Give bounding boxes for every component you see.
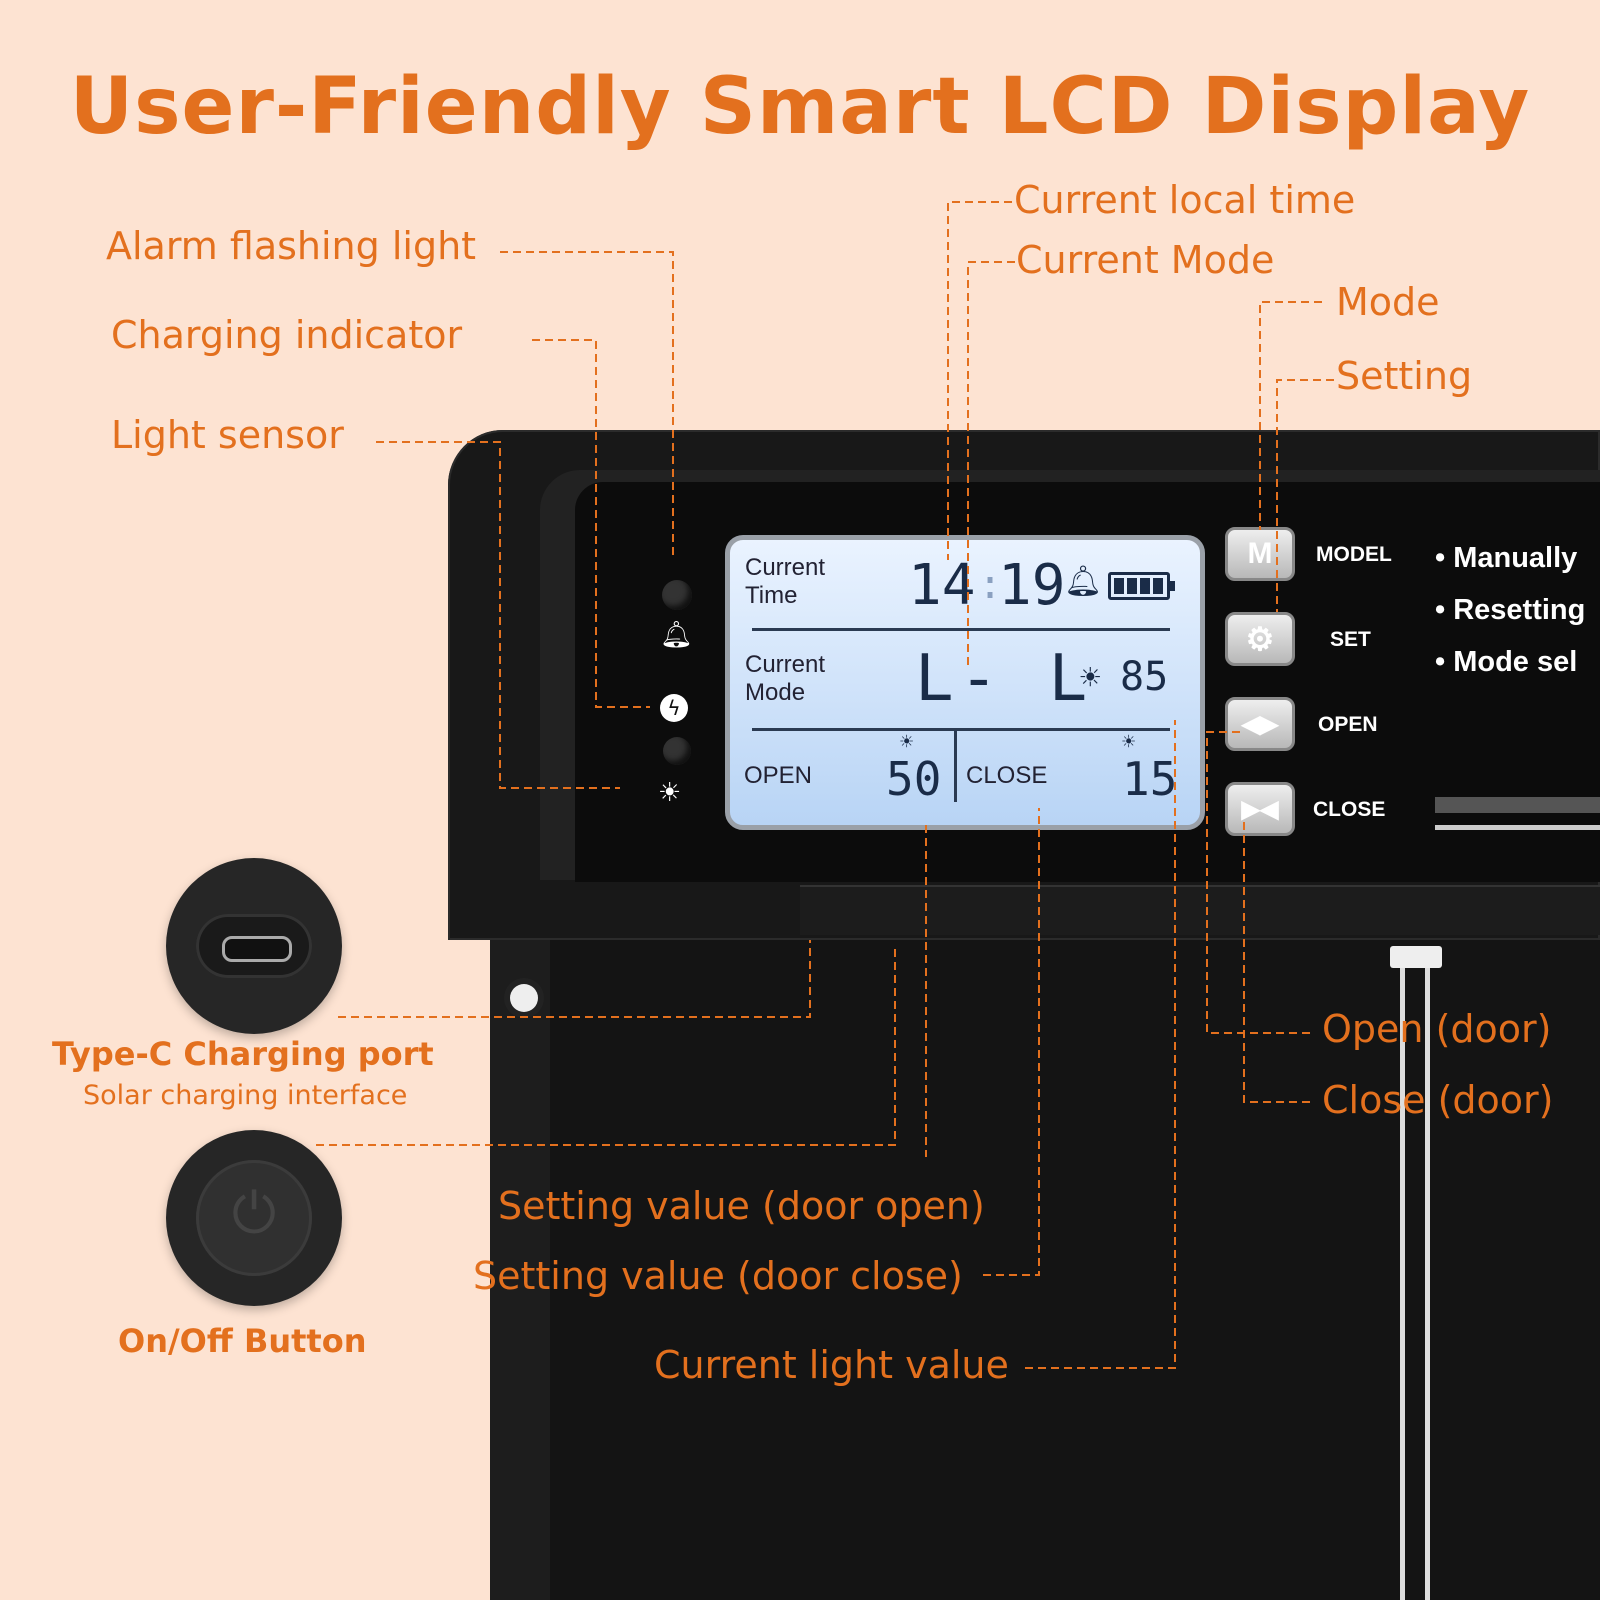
bullet-item: • Manually	[1435, 542, 1578, 574]
lcd-close-label: CLOSE	[966, 762, 1048, 789]
callout-open-door: Open (door)	[1322, 1007, 1552, 1051]
lcd-alarm-bell-icon: 🔔︎	[1064, 564, 1103, 599]
callout-current-mode: Current Mode	[1016, 238, 1275, 282]
panel-slot	[1435, 797, 1600, 813]
lcd-close-sun-icon: ☀	[1122, 730, 1136, 755]
alarm-bell-icon: 🔔︎	[660, 620, 694, 650]
power-button-inset: ⏻	[166, 1130, 342, 1306]
close-button[interactable]: ▶◀	[1225, 782, 1295, 836]
callout-setting-close: Setting value (door close)	[473, 1254, 963, 1298]
callout-onoff: On/Off Button	[118, 1322, 367, 1360]
door-rod-right	[1425, 960, 1430, 1600]
lcd-open-value: 50	[886, 752, 942, 806]
device-body-edge	[490, 930, 550, 1600]
door-rod-cap	[1390, 946, 1442, 968]
open-arrows-icon: ◀▶	[1241, 710, 1279, 738]
lcd-mode-value: L- L	[915, 642, 1094, 716]
lcd-time-colon: :	[978, 562, 1003, 608]
lcd-divider-bottom	[752, 728, 1170, 731]
lcd-light-sun-icon: ☀	[1080, 658, 1101, 698]
charging-bolt-icon: ϟ	[660, 694, 688, 722]
bullet-item: • Mode sel	[1435, 646, 1578, 678]
callout-charging: Charging indicator	[111, 313, 463, 357]
callout-setting: Setting	[1336, 354, 1473, 398]
bullet-item: • Resetting	[1435, 594, 1586, 626]
callout-mode: Mode	[1336, 280, 1440, 324]
alarm-led	[662, 580, 692, 610]
mount-screw	[510, 984, 538, 1012]
model-button-icon: M	[1247, 537, 1273, 570]
device-body	[490, 930, 1600, 1600]
callout-setting-open: Setting value (door open)	[498, 1184, 985, 1228]
set-label: SET	[1330, 628, 1371, 651]
lcd-time-label: Current Time	[745, 554, 826, 609]
device-ridge	[800, 885, 1600, 935]
type-c-port-inset	[166, 858, 342, 1034]
lcd-light-value: 85	[1120, 654, 1169, 700]
open-button[interactable]: ◀▶	[1225, 697, 1295, 751]
power-icon: ⏻	[231, 1181, 277, 1246]
set-button[interactable]: ⚙	[1225, 612, 1295, 666]
model-button[interactable]: M	[1225, 527, 1295, 581]
close-arrows-icon: ▶◀	[1241, 795, 1279, 823]
panel-slot-line	[1435, 825, 1600, 830]
lcd-divider-top	[752, 628, 1170, 631]
model-label: MODEL	[1316, 543, 1392, 566]
callout-local-time: Current local time	[1014, 178, 1356, 222]
callout-solar: Solar charging interface	[83, 1080, 408, 1111]
lcd-battery-icon	[1108, 572, 1175, 600]
gear-icon: ⚙	[1245, 621, 1275, 657]
lcd-time-min: 19	[998, 553, 1066, 618]
open-label: OPEN	[1318, 713, 1378, 736]
callout-close-door: Close (door)	[1322, 1078, 1554, 1122]
lcd-open-sun-icon: ☀	[900, 730, 914, 755]
close-label: CLOSE	[1313, 798, 1386, 821]
door-rod-left	[1400, 960, 1405, 1600]
lcd-open-label: OPEN	[744, 762, 813, 789]
callout-type-c: Type-C Charging port	[52, 1035, 434, 1073]
callout-alarm: Alarm flashing light	[106, 224, 477, 268]
page-title: User-Friendly Smart LCD Display	[69, 62, 1531, 152]
lcd-mode-label: Current Mode	[745, 651, 826, 706]
lcd-divider-vertical	[954, 730, 957, 802]
callout-light-value: Current light value	[654, 1343, 1009, 1387]
light-sensor-window	[663, 737, 691, 765]
sun-icon: ☀	[658, 778, 682, 808]
lcd-screen: Current Time 14 : 19 🔔︎ Current Mode L- …	[725, 535, 1205, 830]
callout-light-sensor: Light sensor	[111, 413, 344, 457]
lcd-time-hour: 14	[908, 553, 976, 618]
lcd-close-value: 15	[1122, 752, 1178, 806]
